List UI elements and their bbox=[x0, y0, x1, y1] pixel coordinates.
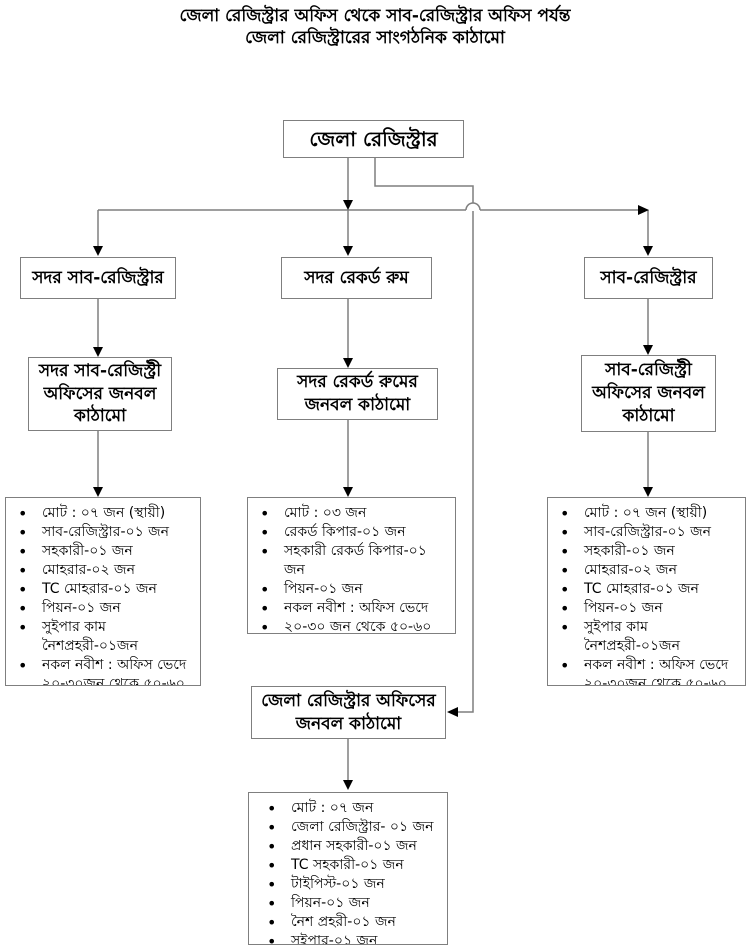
list-item: সাব-রেজিস্ট্রার-০১ জন bbox=[6, 523, 196, 542]
staff-list: মোট : ০৭ জন (স্থায়ী)সাব-রেজিস্ট্রার-০১ … bbox=[6, 504, 196, 685]
list-item: মোহরার-০২ জন bbox=[6, 561, 196, 580]
list-item: সহকারী-০১ জন bbox=[548, 542, 741, 561]
chart-title-line2: জেলা রেজিস্ট্রারের সাংগঠনিক কাঠামো bbox=[245, 28, 505, 48]
node-sadar-sub-registrar: সদর সাব-রেজিস্ট্রার bbox=[20, 257, 176, 299]
list-item: সুইপার-০১ জন bbox=[249, 932, 443, 944]
list-item: নকল নবীশ : অফিস ভেদে ২০-৩০জন থেকে ৫০-৬০ … bbox=[548, 656, 741, 685]
list-item: TC সহকারী-০১ জন bbox=[249, 856, 443, 875]
list-item: মোট : ০৭ জন bbox=[249, 799, 443, 818]
list-item: মোহরার-০২ জন bbox=[548, 561, 741, 580]
list-item: মোট : ০৭ জন (স্থায়ী) bbox=[548, 504, 741, 523]
arrowhead-left-icon bbox=[447, 707, 458, 717]
list-item: পিয়ন-০১ জন bbox=[548, 599, 741, 618]
arrowhead-down-icon bbox=[93, 347, 103, 357]
node-district-registrar-office-staff: জেলা রেজিস্ট্রার অফিসের জনবল কাঠামো bbox=[251, 686, 446, 739]
staff-list-sub-registry: মোট : ০৭ জন (স্থায়ী)সাব-রেজিস্ট্রার-০১ … bbox=[547, 497, 746, 686]
node-sub-registry-office-staff: সাব-রেজিস্ট্রী অফিসের জনবল কাঠামো bbox=[581, 355, 716, 432]
arrowhead-down-icon bbox=[343, 246, 353, 256]
arrowhead-down-icon bbox=[643, 345, 653, 355]
arrowhead-down-icon bbox=[93, 487, 103, 497]
list-item: টাইপিস্ট-০১ জন bbox=[249, 875, 443, 894]
node-district-registrar: জেলা রেজিস্ট্রার bbox=[283, 120, 464, 158]
staff-list-sadar-sub-registry: মোট : ০৭ জন (স্থায়ী)সাব-রেজিস্ট্রার-০১ … bbox=[5, 497, 201, 686]
list-item: সাব-রেজিস্ট্রার-০১ জন bbox=[548, 523, 741, 542]
arrowhead-down-icon bbox=[343, 780, 353, 790]
arrowhead-down-icon bbox=[643, 487, 653, 497]
node-sub-registrar: সাব-রেজিস্ট্রার bbox=[584, 257, 713, 299]
list-item: সুইপার কাম নৈশপ্রহরী-০১জন bbox=[548, 618, 741, 656]
staff-list: মোট : ০৭ জনজেলা রেজিস্ট্রার- ০১ জনপ্রধান… bbox=[249, 799, 443, 944]
list-item: ২০-৩০ জন থেকে ৫০-৬০ জন (অস্থায়ী) bbox=[248, 618, 451, 633]
arrowhead-right-icon bbox=[638, 205, 649, 215]
list-item: নকল নবীশ : অফিস ভেদে bbox=[248, 599, 451, 618]
list-item: পিয়ন-০১ জন bbox=[249, 894, 443, 913]
list-item: TC মোহরার-০১ জন bbox=[6, 580, 196, 599]
arrowhead-down-icon bbox=[93, 246, 103, 256]
list-item: নৈশ প্রহরী-০১ জন bbox=[249, 913, 443, 932]
arrowhead-down-icon bbox=[343, 487, 353, 497]
list-item: সহকারী রেকর্ড কিপার-০১ জন bbox=[248, 542, 451, 580]
arrowhead-down-icon bbox=[643, 246, 653, 256]
list-item: জেলা রেজিস্ট্রার- ০১ জন bbox=[249, 818, 443, 837]
arrowhead-down-icon bbox=[343, 200, 353, 210]
list-item: প্রধান সহকারী-০১ জন bbox=[249, 837, 443, 856]
list-item: রেকর্ড কিপার-০১ জন bbox=[248, 523, 451, 542]
list-item: পিয়ন-০১ জন bbox=[6, 599, 196, 618]
arrowhead-down-icon bbox=[343, 358, 353, 368]
list-item: TC মোহরার-০১ জন bbox=[548, 580, 741, 599]
node-sadar-record-room: সদর রেকর্ড রুম bbox=[281, 257, 432, 299]
list-item: সহকারী-০১ জন bbox=[6, 542, 196, 561]
chart-title-line1: জেলা রেজিস্ট্রার অফিস থেকে সাব-রেজিস্ট্র… bbox=[179, 6, 571, 26]
staff-list-district-registrar-office: মোট : ০৭ জনজেলা রেজিস্ট্রার- ০১ জনপ্রধান… bbox=[248, 792, 448, 945]
staff-list-sadar-record-room: মোট : ০৩ জনরেকর্ড কিপার-০১ জনসহকারী রেকর… bbox=[247, 497, 456, 634]
node-sadar-sub-registry-office-staff: সদর সাব-রেজিস্ট্রী অফিসের জনবল কাঠামো bbox=[28, 357, 172, 431]
list-item: মোট : ০৩ জন bbox=[248, 504, 451, 523]
staff-list: মোট : ০৩ জনরেকর্ড কিপার-০১ জনসহকারী রেকর… bbox=[248, 504, 451, 633]
list-item: সুইপার কাম নৈশপ্রহরী-০১জন bbox=[6, 618, 196, 656]
staff-list: মোট : ০৭ জন (স্থায়ী)সাব-রেজিস্ট্রার-০১ … bbox=[548, 504, 741, 685]
node-sadar-record-room-staff: সদর রেকর্ড রুমের জনবল কাঠামো bbox=[277, 368, 438, 420]
list-item: পিয়ন-০১ জন bbox=[248, 580, 451, 599]
list-item: নকল নবীশ : অফিস ভেদে ২০-৩০জন থেকে ৫০-৬০ … bbox=[6, 656, 196, 685]
list-item: মোট : ০৭ জন (স্থায়ী) bbox=[6, 504, 196, 523]
